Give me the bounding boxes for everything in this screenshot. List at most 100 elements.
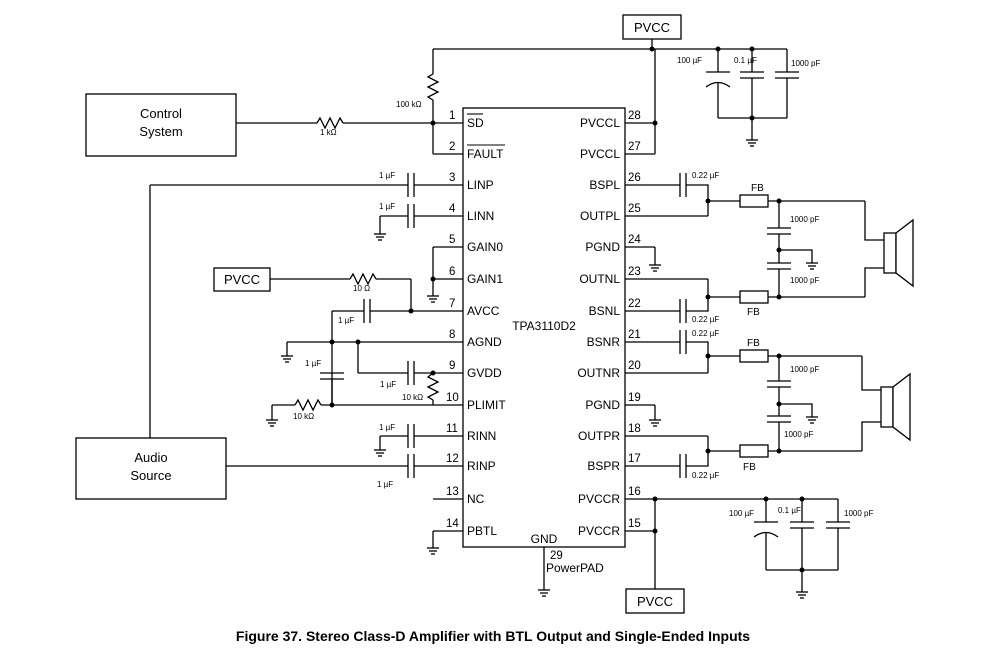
- junction-dot: [652, 496, 658, 502]
- pin-13-number: 13: [446, 486, 459, 498]
- pvcc-left-label: PVCC: [224, 272, 260, 287]
- fb3-label: FB: [747, 338, 760, 349]
- pin-8-name: AGND: [467, 335, 502, 349]
- pvcc-top-label: PVCC: [634, 20, 670, 35]
- ground-symbol: [649, 419, 661, 427]
- junction-dot: [408, 308, 414, 314]
- junction-dot: [763, 496, 769, 502]
- ground-symbol: [538, 589, 550, 597]
- audio-source-block: [75, 437, 227, 500]
- bottom-bulk-cap-value: 100 µF: [729, 509, 754, 518]
- pvcc-bottom-box: [625, 588, 685, 614]
- left-pin-labels: SD FAULT LINP LINN GAIN0 GAIN1 AVCC AGND…: [467, 116, 506, 538]
- pin-14-name: PBTL: [467, 524, 497, 538]
- pin-5-name: GAIN0: [467, 240, 503, 254]
- capacitor-symbol: [767, 415, 791, 423]
- control-system-block: [85, 93, 237, 157]
- ground-symbol: [266, 419, 278, 427]
- pin-5-number: 5: [449, 234, 455, 246]
- out3-cap-value: 1000 pF: [790, 365, 819, 374]
- series-resistor: [316, 116, 344, 130]
- pin-17-name: BSPR: [587, 459, 620, 473]
- junction-dot: [749, 46, 755, 52]
- pin-3-number: 3: [449, 172, 455, 184]
- left-pin-numbers: 1 2 3 4 5 6 7 8 9 10 11 12 13 14: [446, 110, 459, 530]
- pin-10-number: 10: [446, 392, 459, 404]
- pin-24-number: 24: [628, 234, 641, 246]
- junction-dot: [652, 120, 658, 126]
- wire: [686, 436, 709, 467]
- wire: [686, 341, 709, 373]
- capacitor-symbol: [826, 521, 850, 529]
- ground-symbol: [746, 139, 758, 147]
- pin-22-name: BSNL: [589, 304, 621, 318]
- pin-15-name: PVCCR: [578, 524, 620, 538]
- rinn-cap-value: 1 µF: [379, 423, 395, 432]
- capacitor-symbol: [775, 71, 799, 79]
- audio-source-label-line2: Source: [130, 468, 171, 483]
- bottom-mid-cap-value: 0.1 µF: [778, 506, 801, 515]
- junction-dot: [776, 294, 782, 300]
- ferrite-bead: [739, 444, 769, 458]
- gvdd-resistor-value: 10 kΩ: [402, 393, 423, 402]
- ground-symbol: [806, 262, 818, 270]
- plimit-resistor-value: 10 kΩ: [293, 412, 314, 421]
- agnd-cap-value: 1 µF: [305, 359, 321, 368]
- pin-16-number: 16: [628, 486, 641, 498]
- pullup-resistor: [426, 73, 440, 101]
- control-system-label-line2: System: [139, 124, 182, 139]
- pin-26-number: 26: [628, 172, 641, 184]
- pin-11-name: RINN: [467, 429, 496, 443]
- pin-6-name: GAIN1: [467, 272, 503, 286]
- bspr-cap-value: 0.22 µF: [692, 471, 719, 480]
- chip-gnd-pin-number: 29: [550, 550, 563, 562]
- pin-1-number: 1: [449, 110, 455, 122]
- ground-symbol: [281, 355, 293, 363]
- top-mid-cap-value: 0.1 µF: [734, 56, 757, 65]
- out4-cap-value: 1000 pF: [784, 430, 813, 439]
- pin-10-name: PLIMIT: [467, 398, 506, 412]
- pin-26-name: BSPL: [589, 178, 620, 192]
- wire: [861, 356, 881, 391]
- wire: [864, 201, 884, 241]
- audio-source-label-line1: Audio: [134, 450, 167, 465]
- junction-dot: [652, 528, 658, 534]
- pin-14-number: 14: [446, 518, 459, 530]
- fb2-label: FB: [747, 307, 760, 318]
- rinp-cap-value: 1 µF: [377, 480, 393, 489]
- junction-dot: [799, 567, 805, 573]
- pin-27-name: PVCCL: [580, 147, 620, 161]
- linn-cap-value: 1 µF: [379, 202, 395, 211]
- pin-28-name: PVCCL: [580, 116, 620, 130]
- top-small-cap-value: 1000 pF: [791, 59, 820, 68]
- pin-27-number: 27: [628, 141, 641, 153]
- pin-20-number: 20: [628, 360, 641, 372]
- gvdd-cap-value: 1 µF: [380, 380, 396, 389]
- junction-dot: [430, 276, 436, 282]
- pin-12-number: 12: [446, 453, 459, 465]
- junction-dot: [799, 496, 805, 502]
- pvcc-bottom-label: PVCC: [637, 594, 673, 609]
- pin-19-number: 19: [628, 392, 641, 404]
- wire: [861, 421, 881, 451]
- bsnr-cap-value: 0.22 µF: [692, 329, 719, 338]
- pin-18-name: OUTPR: [578, 429, 620, 443]
- pin-13-name: NC: [467, 492, 485, 506]
- capacitor-symbol: [767, 227, 791, 235]
- linp-cap-value: 1 µF: [379, 171, 395, 180]
- bsnl-cap-value: 0.22 µF: [692, 315, 719, 324]
- junction-dot: [715, 46, 721, 52]
- pin-7-name: AVCC: [467, 304, 500, 318]
- wire: [779, 403, 813, 417]
- avcc-resistor-value: 10 Ω: [353, 284, 370, 293]
- pin-25-number: 25: [628, 203, 641, 215]
- pin-21-number: 21: [628, 329, 641, 341]
- pin-4-name: LINN: [467, 209, 494, 223]
- junction-dot: [329, 339, 335, 345]
- series-resistor-value: 1 kΩ: [320, 128, 337, 137]
- junction-dot: [749, 115, 755, 121]
- left-pin-stubs: [433, 122, 463, 532]
- amplifier-chip-body: [462, 107, 626, 548]
- pvcc-top-box: [622, 14, 682, 40]
